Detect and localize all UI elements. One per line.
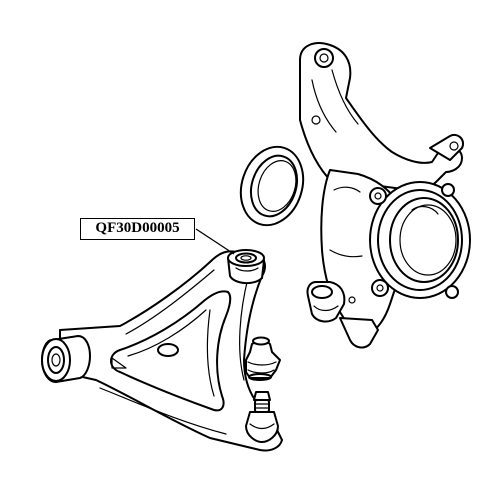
snap-ring bbox=[239, 145, 305, 227]
steering-knuckle bbox=[299, 42, 471, 349]
rear-bushing bbox=[227, 249, 265, 284]
dust-boot bbox=[245, 336, 281, 381]
front-bushing bbox=[41, 335, 91, 383]
callout-leader-line bbox=[195, 228, 235, 255]
arm-ball-joint bbox=[245, 391, 279, 443]
part-number-label: QF30D00005 bbox=[80, 218, 195, 240]
lower-control-arm bbox=[59, 250, 283, 452]
